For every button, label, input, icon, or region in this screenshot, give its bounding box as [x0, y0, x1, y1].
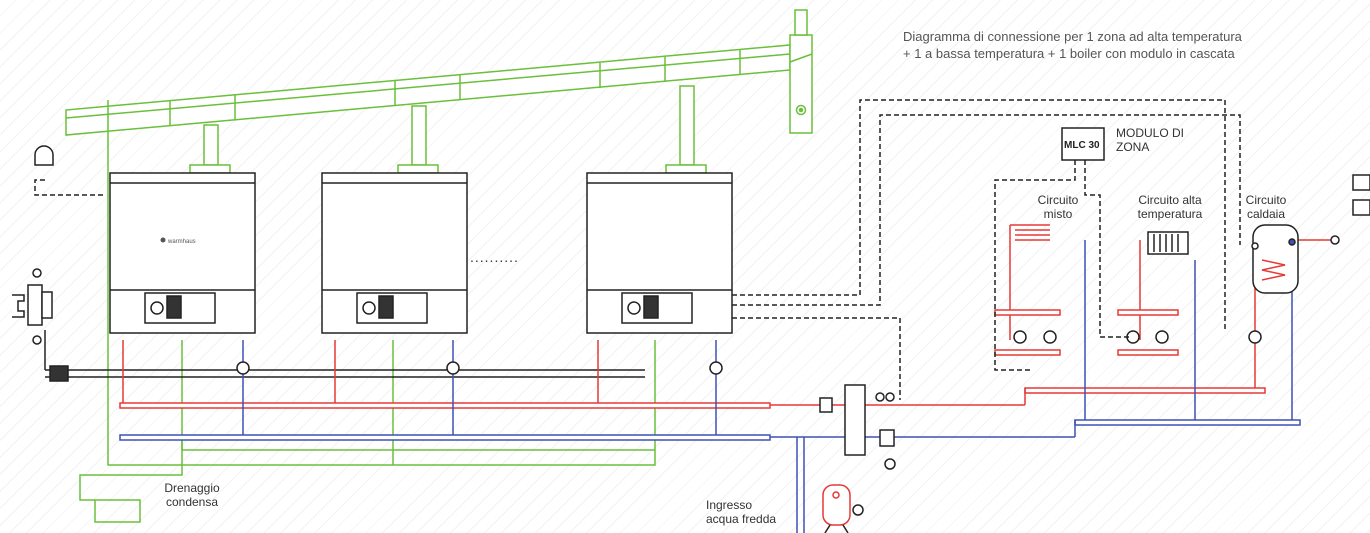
zone-module: MLC 30	[1061, 127, 1105, 161]
circuit-mixed-label-line1: Circuito	[1037, 193, 1079, 207]
circuit-boiler-label: Circuito caldaia	[1238, 193, 1294, 221]
left-accessories	[12, 145, 54, 345]
cold-water-inlet-label-line2: acqua fredda	[706, 512, 777, 526]
circuit-boiler-label-line2: caldaia	[1246, 207, 1286, 221]
gas-header	[44, 330, 645, 382]
dhw-tank	[1251, 224, 1299, 294]
zone-module-label-line1: MODULO DI	[1116, 126, 1185, 140]
title-line-1: Diagramma di connessione per 1 zona ad a…	[903, 29, 1242, 44]
emitters	[1010, 224, 1189, 255]
circuit-mixed-label-line2: misto	[1043, 207, 1073, 221]
diagram-title: Diagramma di connessione per 1 zona ad a…	[903, 28, 1242, 62]
circuit-mixed-label: Circuito misto	[1030, 193, 1086, 221]
control-wiring	[34, 99, 1241, 400]
more-units-ellipsis: ..........	[470, 249, 519, 265]
condensate-drain-label-line1: Drenaggio	[164, 481, 220, 495]
condensate-drain-label-line2: condensa	[165, 495, 219, 509]
boiler-unit-1: warmhaus	[160, 237, 196, 245]
circuit-high-temp-label-line1: Circuito alta	[1138, 193, 1202, 207]
zone-module-label: MODULO DI ZONA	[1116, 126, 1184, 154]
boiler-units	[109, 172, 733, 334]
title-line-2: + 1 a bassa temperatura + 1 boiler con m…	[903, 46, 1235, 61]
circuit-high-temp-label-line2: temperatura	[1137, 207, 1203, 221]
circuit-boiler-label-line1: Circuito	[1245, 193, 1287, 207]
pumps	[236, 330, 1262, 375]
condensate-drain-label: Drenaggio condensa	[142, 481, 242, 509]
dhw-fittings	[1330, 174, 1370, 245]
module-code: MLC 30	[1064, 140, 1100, 151]
brand-logo-text: warmhaus	[167, 239, 196, 245]
flue-system	[65, 9, 813, 174]
hydraulic-separator	[819, 384, 896, 470]
return-pipes	[119, 240, 1301, 533]
zone-module-label-line2: ZONA	[1116, 140, 1150, 154]
cold-water-inlet-label: Ingresso acqua fredda	[706, 498, 776, 526]
expansion-vessel	[822, 484, 864, 533]
cold-water-inlet-label-line1: Ingresso	[706, 498, 753, 512]
circuit-high-temp-label: Circuito alta temperatura	[1124, 193, 1216, 221]
